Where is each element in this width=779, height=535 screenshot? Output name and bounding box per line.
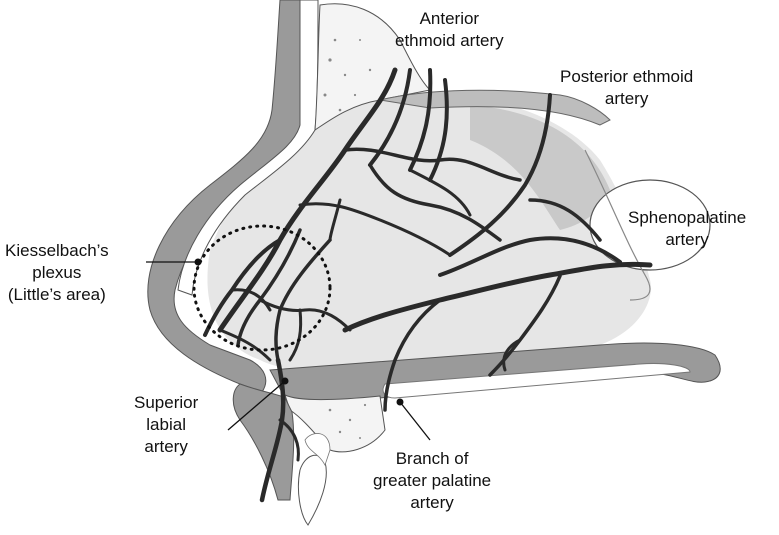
anterior-ethmoid-label: Anterior ethmoid artery bbox=[395, 8, 504, 52]
incisor-tooth bbox=[298, 455, 326, 525]
sphenopalatine-label: Sphenopalatine artery bbox=[628, 207, 746, 251]
kiesselbach-line2: plexus bbox=[5, 262, 109, 284]
sphenopalatine-line1: Sphenopalatine bbox=[628, 207, 746, 229]
greater-palatine-line1: Branch of bbox=[373, 448, 491, 470]
greater-palatine-leader bbox=[400, 402, 430, 440]
superior-labial-line3: artery bbox=[134, 436, 198, 458]
posterior-ethmoid-line1: Posterior ethmoid bbox=[560, 66, 693, 88]
anterior-ethmoid-line2: ethmoid artery bbox=[395, 30, 504, 52]
posterior-ethmoid-line2: artery bbox=[560, 88, 693, 110]
greater-palatine-line2: greater palatine bbox=[373, 470, 491, 492]
anterior-ethmoid-line1: Anterior bbox=[395, 8, 504, 30]
kiesselbach-label: Kiesselbach’s plexus (Little’s area) bbox=[5, 240, 109, 306]
kiesselbach-line3: (Little’s area) bbox=[5, 284, 109, 306]
posterior-ethmoid-label: Posterior ethmoid artery bbox=[560, 66, 693, 110]
greater-palatine-line3: artery bbox=[373, 492, 491, 514]
superior-labial-line2: labial bbox=[134, 414, 198, 436]
greater-palatine-label: Branch of greater palatine artery bbox=[373, 448, 491, 514]
superior-labial-label: Superior labial artery bbox=[134, 392, 198, 458]
superior-labial-line1: Superior bbox=[134, 392, 198, 414]
sphenopalatine-line2: artery bbox=[628, 229, 746, 251]
kiesselbach-line1: Kiesselbach’s bbox=[5, 240, 109, 262]
alveolar-bone bbox=[285, 395, 385, 452]
